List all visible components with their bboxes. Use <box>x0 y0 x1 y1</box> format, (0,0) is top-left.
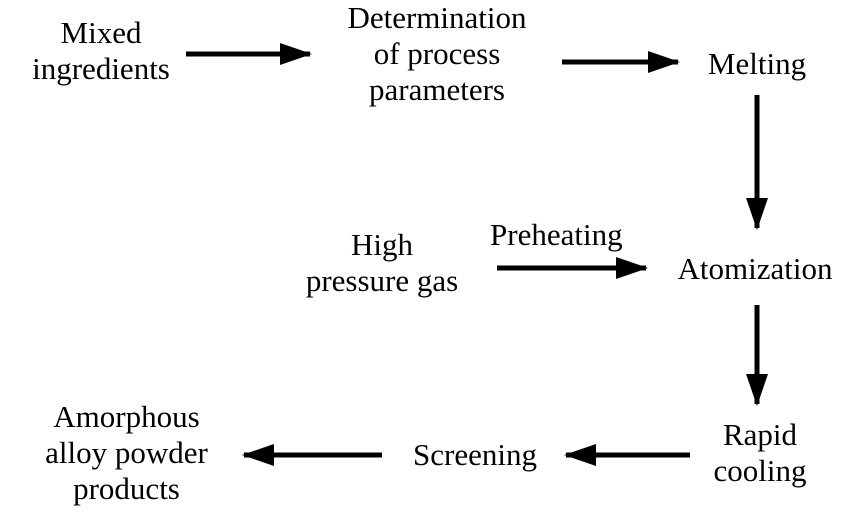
node-label-line: ingredients <box>32 51 170 86</box>
edge-label-preheating: Preheating <box>490 217 623 252</box>
node-atomization: Atomization <box>660 251 850 287</box>
node-label-line: cooling <box>713 453 807 488</box>
node-label-line: High <box>351 227 413 262</box>
node-label-line: Determination <box>347 0 527 35</box>
node-screening: Screening <box>390 437 560 473</box>
node-label-line: products <box>73 471 180 506</box>
node-label-line: pressure gas <box>305 263 459 298</box>
node-determination-of-process-parameters: Determination of process parameters <box>322 0 552 108</box>
node-label-line: alloy powder <box>45 435 208 470</box>
node-label-line: Mixed <box>60 15 142 50</box>
node-rapid-cooling: Rapid cooling <box>690 417 830 489</box>
node-label-line: Screening <box>413 437 537 472</box>
node-high-pressure-gas: High pressure gas <box>282 227 482 299</box>
node-label-line: Atomization <box>677 251 833 286</box>
node-label-line: parameters <box>369 72 505 107</box>
node-label-line: of process <box>373 36 501 71</box>
node-melting: Melting <box>682 46 832 82</box>
node-label-line: Rapid <box>722 417 798 452</box>
node-amorphous-alloy-powder-products: Amorphous alloy powder products <box>14 399 239 507</box>
node-label-line: Melting <box>707 46 807 81</box>
node-mixed-ingredients: Mixed ingredients <box>16 15 186 87</box>
node-label-line: Amorphous <box>53 399 200 434</box>
